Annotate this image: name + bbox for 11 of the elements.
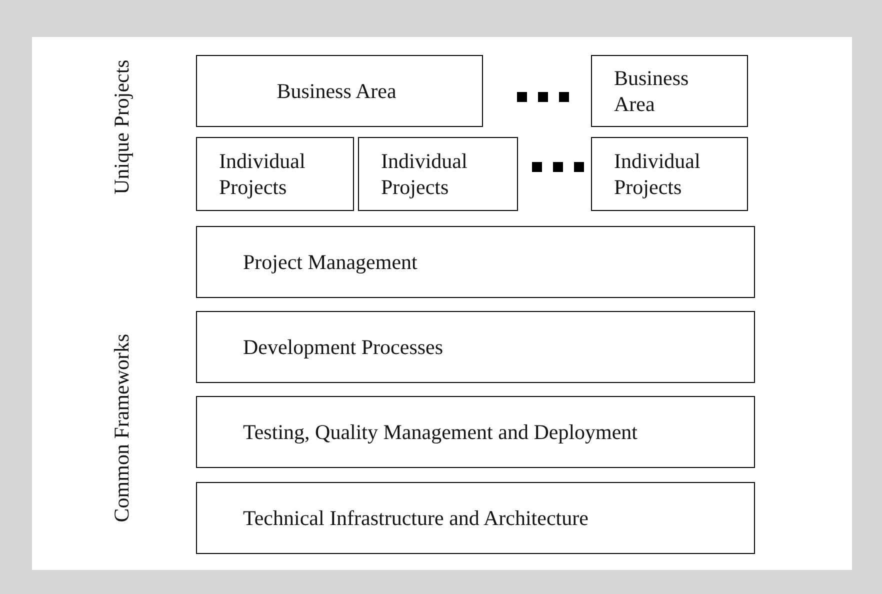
layer-box: Project Management: [196, 226, 755, 298]
layer-box: Technical Infrastructure and Architecture: [196, 482, 755, 554]
project-box: Individual Projects: [358, 137, 518, 211]
area-box: Business Area: [591, 55, 748, 127]
side-label: Unique Projects: [110, 60, 134, 194]
area-box: Business Area: [196, 55, 483, 127]
layer-box: Testing, Quality Management and Deployment: [196, 396, 755, 468]
side-label: Common Frameworks: [110, 334, 134, 522]
project-box: Individual Projects: [591, 137, 748, 211]
project-box: Individual Projects: [196, 137, 354, 211]
layer-box: Development Processes: [196, 311, 755, 383]
